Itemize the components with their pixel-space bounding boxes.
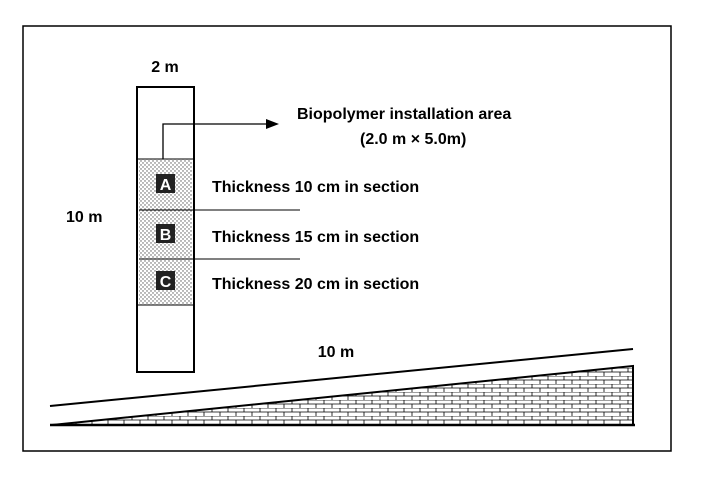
installation-area-size: (2.0 m × 5.0m): [360, 131, 466, 148]
section-b-box: [156, 224, 175, 243]
slope-length-label: 10 m: [318, 344, 354, 361]
arrow-head-icon: [266, 119, 279, 129]
section-c-letter: C: [160, 274, 172, 291]
section-a-letter: A: [160, 177, 172, 194]
column-width-label: 2 m: [151, 59, 179, 76]
section-b-description: Thickness 15 cm in section: [212, 229, 419, 246]
section-a-description: Thickness 10 cm in section: [212, 179, 419, 196]
section-c-box: [156, 271, 175, 290]
installation-area-leader: [162, 123, 268, 159]
section-a-box: [156, 174, 175, 193]
section-b-letter: B: [160, 227, 172, 244]
slope-surface-line: [49, 348, 634, 407]
installation-area-title: Biopolymer installation area: [297, 106, 511, 123]
section-c-description: Thickness 20 cm in section: [212, 276, 419, 293]
outer-frame: [22, 25, 672, 452]
column-height-label: 10 m: [66, 209, 102, 226]
